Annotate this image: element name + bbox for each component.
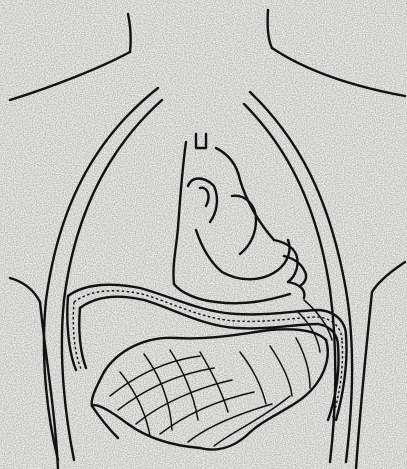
anatomical-figure bbox=[0, 0, 407, 469]
thoracic-cavity-illustration bbox=[0, 0, 407, 469]
